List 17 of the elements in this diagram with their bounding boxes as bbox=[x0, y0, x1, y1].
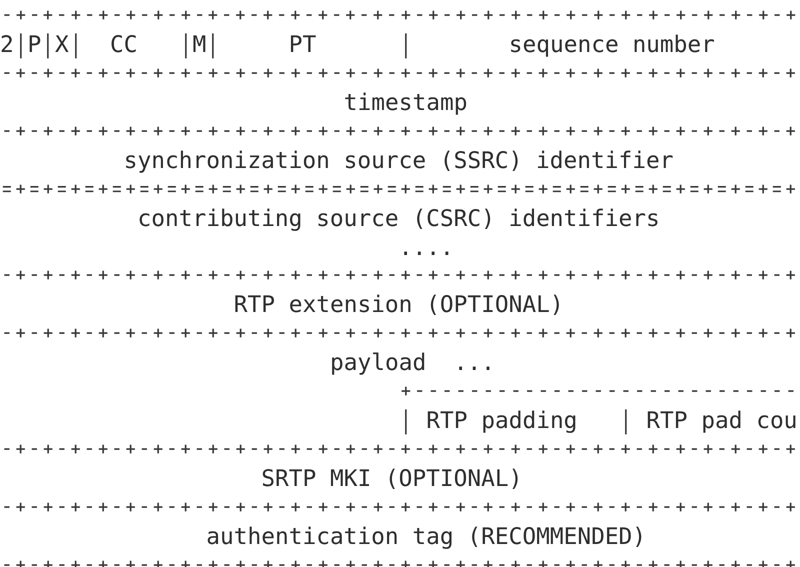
ellipsis-text: .... bbox=[398, 234, 454, 262]
field-label: sequence number bbox=[508, 30, 715, 60]
field-label: M bbox=[192, 30, 206, 60]
field-label: CC bbox=[110, 30, 138, 60]
field-label: P bbox=[28, 30, 42, 60]
field-label: authentication tag (RECOMMENDED) bbox=[206, 523, 646, 552]
field-label: RTP padding bbox=[426, 407, 578, 436]
field-label: PT bbox=[288, 30, 316, 60]
field-label: payload ... bbox=[330, 349, 495, 378]
field-label: timestamp bbox=[344, 88, 468, 118]
field-label: X bbox=[55, 30, 69, 60]
field-label: RTP extension (OPTIONAL) bbox=[234, 291, 564, 320]
field-label: SRTP MKI (OPTIONAL) bbox=[261, 465, 522, 494]
field-label: contributing source (CSRC) identifiers bbox=[138, 204, 660, 234]
field-label: RTP pad cou bbox=[646, 407, 798, 436]
field-label: 2 bbox=[0, 30, 14, 60]
field-label: synchronization source (SSRC) identifier bbox=[124, 146, 674, 176]
